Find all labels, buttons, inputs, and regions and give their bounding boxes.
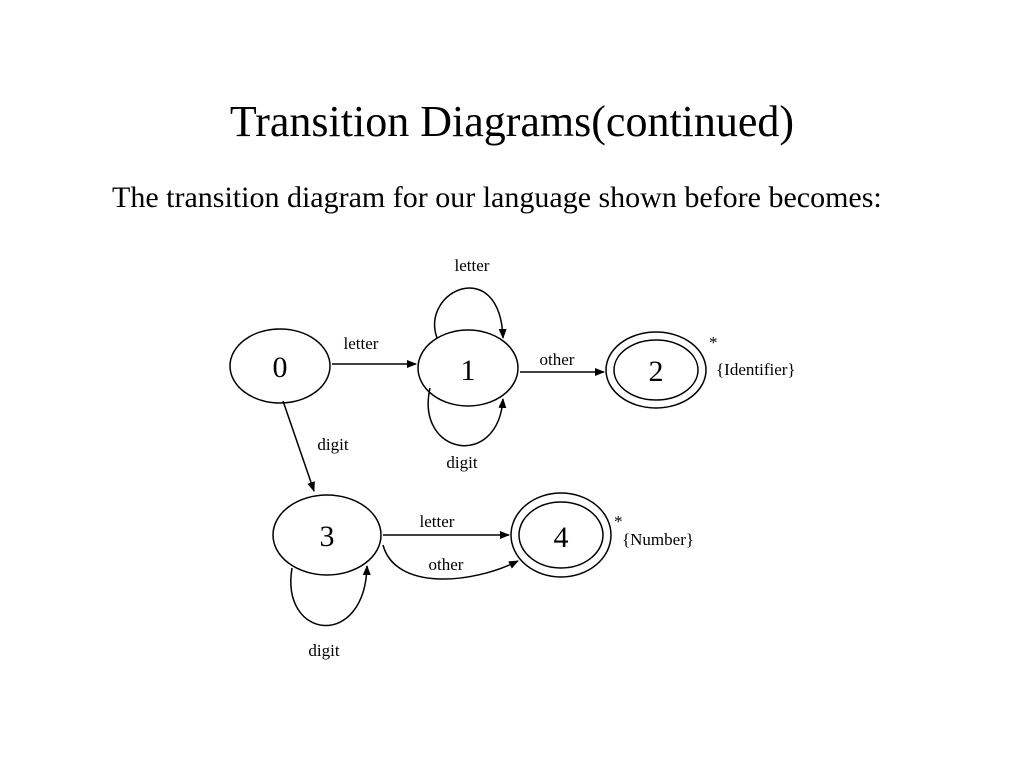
transition-1-1-letter: letter bbox=[434, 256, 507, 339]
transition-0-3-digit: digit bbox=[282, 400, 349, 492]
state-3-label: 3 bbox=[320, 520, 335, 553]
edge-label-3-3: digit bbox=[308, 641, 339, 660]
state-2-label: 2 bbox=[649, 355, 664, 388]
edge-label-0-3: digit bbox=[317, 435, 348, 454]
state-1: 1 bbox=[417, 329, 519, 407]
state-3: 3 bbox=[272, 494, 382, 576]
transition-3-4-letter: letter bbox=[383, 512, 510, 539]
state-4-star-marker: * bbox=[614, 512, 623, 531]
transition-3-3-digit: digit bbox=[290, 565, 371, 660]
state-4-label: 4 bbox=[554, 521, 569, 554]
state-4: 4 bbox=[510, 492, 612, 578]
state-2-token-label: {Identifier} bbox=[716, 360, 796, 379]
edge-label-1-1-bottom: digit bbox=[446, 453, 477, 472]
edge-label-1-2: other bbox=[540, 350, 575, 369]
transition-1-2-other: other bbox=[520, 350, 605, 376]
transition-1-1-digit: digit bbox=[427, 387, 507, 472]
state-0: 0 bbox=[229, 328, 331, 404]
state-0-label: 0 bbox=[273, 351, 288, 384]
edge-label-3-4-letter: letter bbox=[420, 512, 455, 531]
slide-title: Transition Diagrams(continued) bbox=[229, 97, 795, 146]
edge-label-3-4-other: other bbox=[429, 555, 464, 574]
state-1-label: 1 bbox=[461, 354, 476, 387]
state-4-token-label: {Number} bbox=[622, 530, 694, 549]
state-2-star-marker: * bbox=[709, 333, 718, 352]
edge-label-1-1-top: letter bbox=[455, 256, 490, 275]
slide-body-text: The transition diagram for our language … bbox=[112, 181, 882, 214]
transition-3-4-other: other bbox=[382, 544, 519, 580]
transition-0-1-letter: letter bbox=[332, 334, 417, 368]
state-2: 2 bbox=[605, 331, 707, 409]
edge-label-0-1: letter bbox=[344, 334, 379, 353]
